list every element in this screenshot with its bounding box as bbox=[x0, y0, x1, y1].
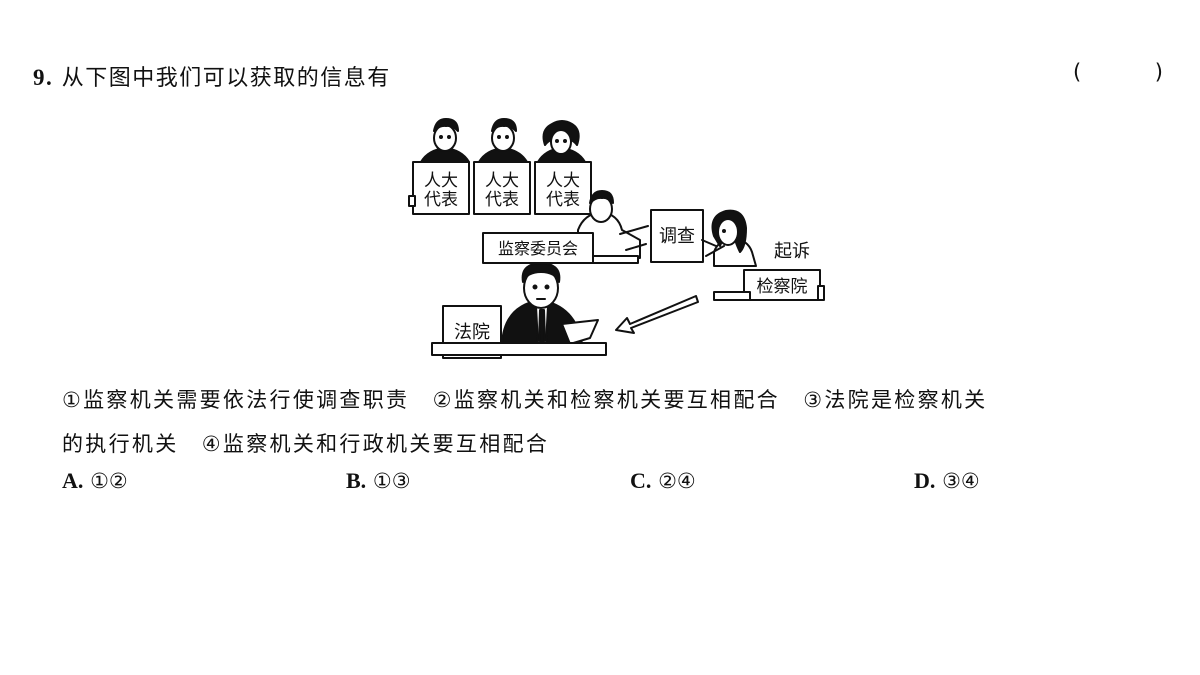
deputy-figure-1 bbox=[408, 118, 470, 215]
choice-text: ③④ bbox=[942, 469, 980, 493]
choice-d[interactable]: D. ③④ bbox=[914, 468, 980, 494]
deputy-sign-3-line1: 人大 bbox=[546, 171, 580, 191]
answer-paren-left: ( bbox=[1073, 60, 1082, 84]
choice-a[interactable]: A. ①② bbox=[62, 468, 128, 494]
choice-b[interactable]: B. ①③ bbox=[346, 468, 411, 494]
procuratorate-label: 检察院 bbox=[757, 277, 808, 297]
deputy-sign-2-line1: 人大 bbox=[485, 171, 519, 191]
deputy-sign-3-line2: 代表 bbox=[546, 190, 580, 210]
choice-text: ①② bbox=[90, 469, 128, 493]
answer-paren-right: ) bbox=[1154, 60, 1163, 84]
court-label: 法院 bbox=[454, 322, 490, 343]
judge-figure bbox=[431, 262, 607, 359]
question-number: 9. bbox=[33, 65, 54, 90]
prosecutor-figure bbox=[701, 209, 825, 301]
supervision-committee-label: 监察委员会 bbox=[498, 239, 578, 258]
choice-letter: B. bbox=[346, 468, 367, 493]
question-text: 从下图中我们可以获取的信息有 bbox=[61, 66, 391, 91]
deputy-sign-1-line1: 人大 bbox=[424, 171, 458, 191]
question-stem: 9. 从下图中我们可以获取的信息有 bbox=[33, 60, 391, 92]
supervisor-figure bbox=[482, 190, 649, 264]
arrow-to-court bbox=[615, 295, 699, 334]
choice-text: ①③ bbox=[372, 469, 411, 493]
deputy-figure-2 bbox=[473, 118, 531, 215]
prosecute-label: 起诉 bbox=[774, 241, 810, 262]
choice-c[interactable]: C. ②④ bbox=[630, 468, 696, 494]
answer-blank: ( ) bbox=[1073, 60, 1163, 84]
deputy-figure-3 bbox=[534, 120, 592, 215]
statements-line-1: ①监察机关需要依法行使调查职责 ②监察机关和检察机关要互相配合 ③法院是检察机关 bbox=[62, 388, 988, 412]
choice-letter: D. bbox=[914, 468, 936, 493]
choice-letter: A. bbox=[62, 468, 84, 493]
deputy-sign-1-line2: 代表 bbox=[424, 190, 458, 210]
choice-text: ②④ bbox=[658, 469, 696, 493]
investigate-label: 调查 bbox=[659, 226, 695, 247]
deputy-sign-2-line2: 代表 bbox=[485, 190, 519, 210]
investigate-sign bbox=[650, 209, 704, 263]
choice-letter: C. bbox=[630, 468, 652, 493]
statements-line-2: 的执行机关 ④监察机关和行政机关要互相配合 bbox=[62, 432, 550, 456]
statements: ①监察机关需要依法行使调查职责 ②监察机关和检察机关要互相配合 ③法院是检察机关… bbox=[62, 378, 1172, 466]
